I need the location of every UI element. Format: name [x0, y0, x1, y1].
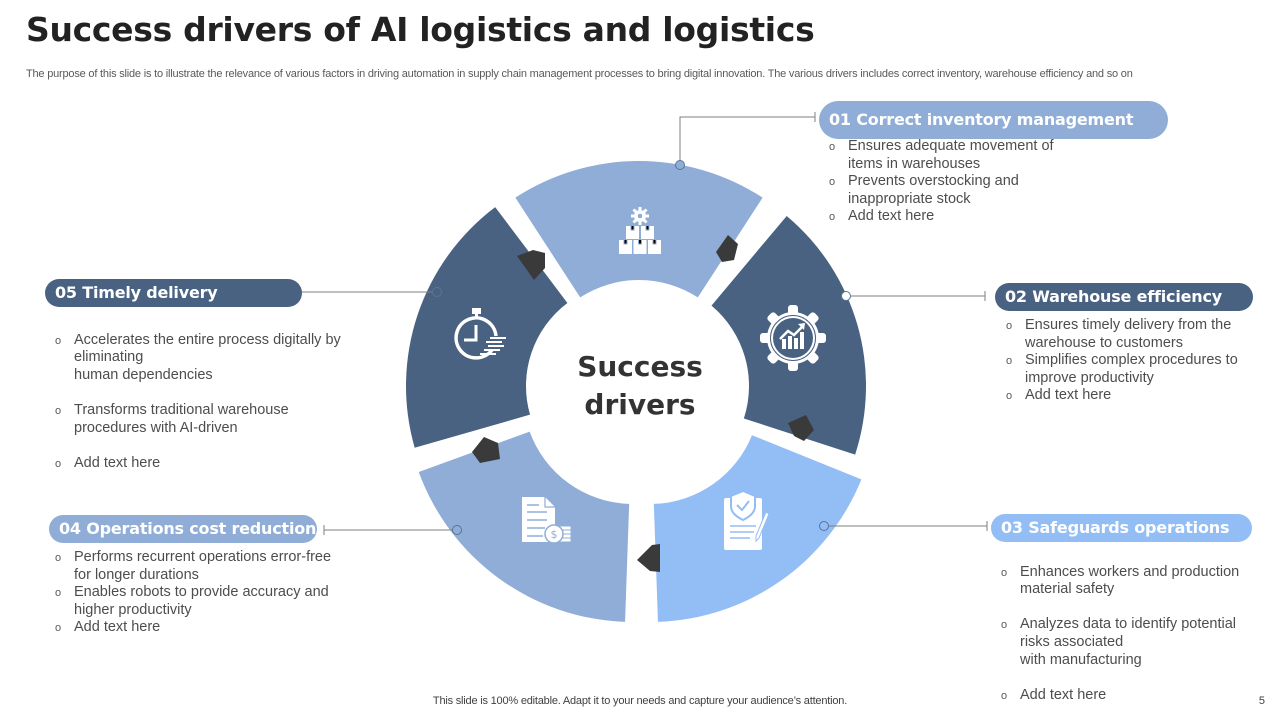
flow-arrow: [788, 415, 814, 441]
bullet: Add text here: [829, 208, 1079, 226]
wheel-center-label: Success drivers: [540, 348, 740, 424]
connector-line: [679, 116, 815, 165]
bullet: Performs recurrent operations error-free…: [55, 549, 345, 584]
connector-dot: [452, 525, 462, 535]
driver-05-bullets: Accelerates the entire process digitally…: [55, 314, 345, 490]
driver-02-title: 02 Warehouse efficiency: [995, 283, 1253, 311]
connector-dot: [819, 521, 829, 531]
driver-05-title: 05 Timely delivery: [45, 279, 302, 307]
bullet: Enhances workers and production material…: [1001, 564, 1261, 599]
bullet: Add text here: [1001, 687, 1261, 705]
bullet: Add text here: [55, 619, 345, 637]
connector-dot: [841, 291, 851, 301]
center-line-2: drivers: [584, 388, 696, 421]
gear-growth-chart-icon: [760, 305, 826, 371]
bullet: Ensures timely delivery from the warehou…: [1006, 317, 1256, 352]
bullet: Enables robots to provide accuracy and h…: [55, 584, 345, 619]
driver-01-bullets: Ensures adequate movement of items in wa…: [829, 138, 1079, 227]
flow-arrow: [637, 544, 660, 572]
bullet: Transforms traditional warehouse procedu…: [55, 402, 345, 437]
connector-dot: [675, 160, 685, 170]
driver-03-title: 03 Safeguards operations: [991, 514, 1252, 542]
bullet: Analyzes data to identify potential risk…: [1001, 616, 1261, 669]
flow-arrow: [716, 235, 738, 262]
svg-text:$: $: [551, 528, 558, 541]
bullet: Add text here: [55, 455, 345, 473]
driver-04-bullets: Performs recurrent operations error-free…: [55, 549, 345, 638]
slide-title: Success drivers of AI logistics and logi…: [26, 10, 815, 49]
flow-arrow: [517, 250, 545, 280]
bullet: Accelerates the entire process digitally…: [55, 332, 345, 385]
driver-04-title: 04 Operations cost reduction: [49, 515, 317, 543]
slide-subtitle: The purpose of this slide is to illustra…: [26, 68, 1133, 80]
driver-01-title: 01 Correct inventory management: [819, 101, 1168, 139]
bullet: Add text here: [1006, 387, 1256, 405]
bullet: Ensures adequate movement of items in wa…: [829, 138, 1079, 173]
slide-footer: This slide is 100% editable. Adapt it to…: [432, 695, 848, 707]
invoice-coins-icon: $: [522, 497, 572, 544]
page-number: 5: [1258, 695, 1265, 707]
bullet: Prevents overstocking and inappropriate …: [829, 173, 1079, 208]
bullet: Simplifies complex procedures to improve…: [1006, 352, 1256, 387]
flow-arrow: [472, 437, 500, 463]
driver-03-bullets: Enhances workers and production material…: [1001, 546, 1261, 722]
inventory-boxes-gear-icon: [619, 207, 661, 254]
driver-02-bullets: Ensures timely delivery from the warehou…: [1006, 317, 1256, 406]
shield-clipboard-icon: [724, 490, 770, 550]
center-line-1: Success: [577, 350, 703, 383]
connector-dot: [432, 287, 442, 297]
fast-stopwatch-icon: [454, 308, 506, 360]
